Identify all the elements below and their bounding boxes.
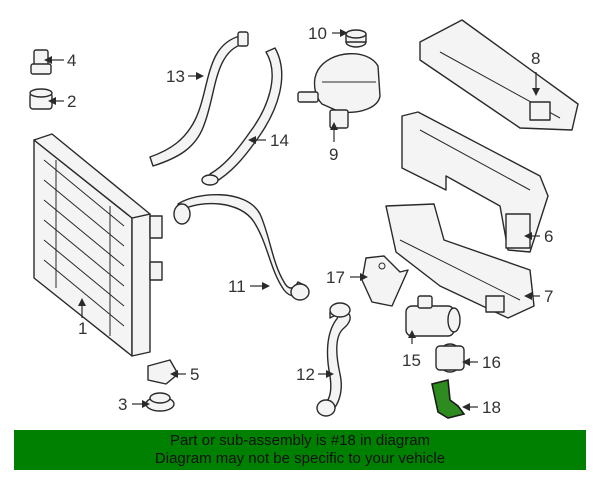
banner-line-2: Diagram may not be specific to your vehi… [154, 450, 446, 467]
callout-4: 4 [67, 51, 76, 70]
expansion-tank-part [297, 53, 381, 129]
callout-2: 2 [67, 92, 76, 111]
highlighted-hose-part [431, 378, 466, 419]
lower-air-guide-part [385, 203, 535, 319]
radiator-cap-part [145, 392, 175, 412]
callout-1: 1 [78, 319, 87, 338]
callout-5: 5 [190, 365, 199, 384]
hose-coupling-part [435, 343, 465, 373]
upper-support-panel-part [419, 19, 579, 131]
callout-12: 12 [296, 365, 315, 384]
callout-3: 3 [118, 395, 127, 414]
callout-13: 13 [166, 67, 185, 86]
water-pump-part [405, 295, 461, 337]
callout-11: 11 [228, 277, 246, 296]
callout-10: 10 [308, 24, 327, 43]
radiator-part [33, 133, 163, 357]
outlet-hose-part [316, 302, 351, 417]
drain-plug-part [29, 88, 53, 110]
callout-18: 18 [482, 398, 501, 417]
callout-14: 14 [270, 131, 289, 150]
callout-9: 9 [329, 145, 338, 164]
connector-fitting-part [147, 359, 179, 385]
bleeder-screw-part [30, 49, 52, 75]
callout-8: 8 [531, 49, 540, 68]
bypass-hose-part [201, 47, 283, 186]
lower-hose-part [173, 193, 310, 301]
upper-hose-part [149, 31, 249, 167]
mounting-bracket-part [361, 255, 409, 307]
callout-6: 6 [544, 227, 553, 246]
leader-lines [44, 29, 540, 411]
tank-cap-part [345, 29, 367, 48]
banner-line-1: Part or sub-assembly is #18 in diagram [169, 432, 431, 449]
callout-15: 15 [402, 351, 421, 370]
fan-shroud-part [401, 111, 549, 253]
part-notice-banner: Part or sub-assembly is #18 in diagram D… [14, 430, 586, 470]
callout-7: 7 [544, 287, 553, 306]
callout-17: 17 [326, 268, 345, 287]
callout-16: 16 [482, 353, 501, 372]
